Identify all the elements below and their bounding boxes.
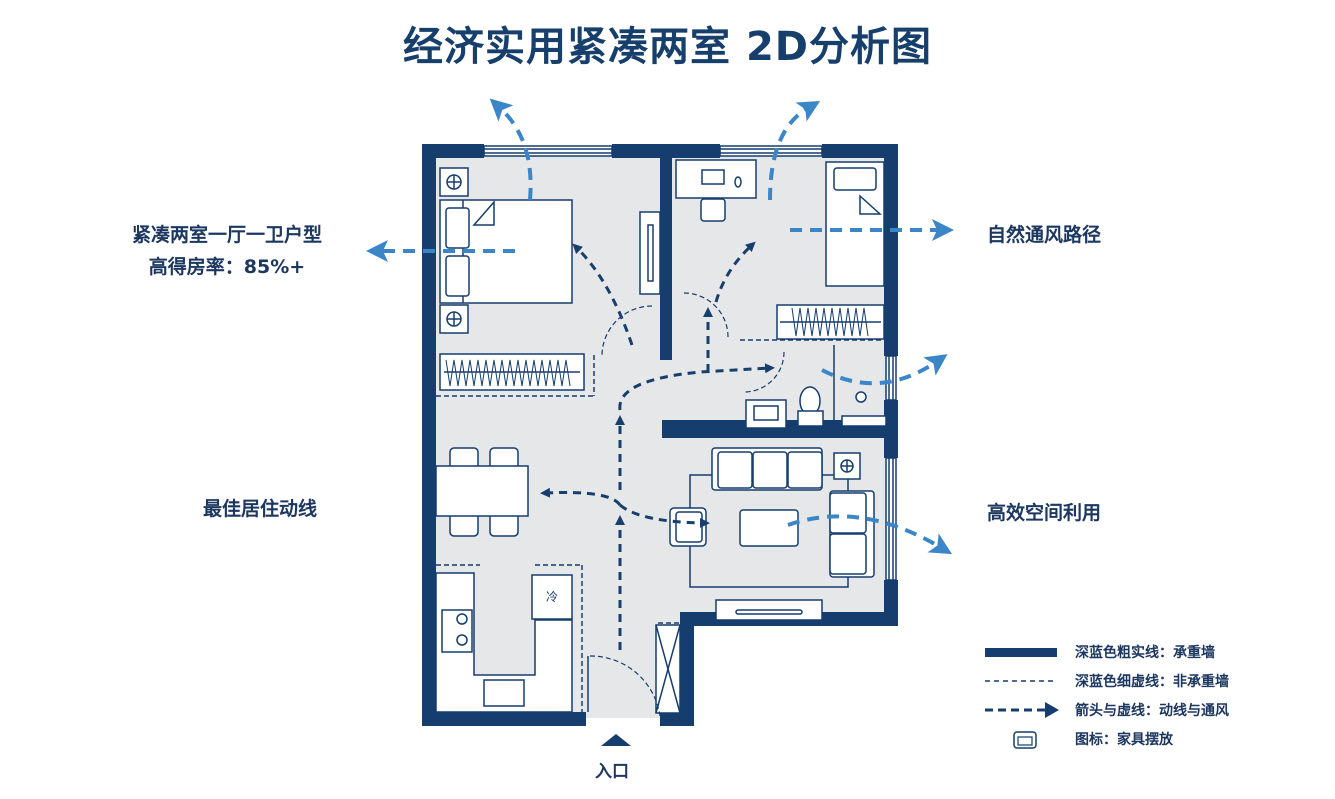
legend-item-non-bearing-wall: 深蓝色细虚线：非承重墙 [985,669,1285,693]
legend-item-circulation: 箭头与虚线：动线与通风 [985,698,1285,722]
bathroom-furniture [745,345,887,429]
armchair-icon [1013,731,1037,749]
legend-item-bearing-wall: 深蓝色粗实线：承重墙 [985,640,1285,664]
dining-furniture [435,447,529,537]
legend: 深蓝色粗实线：承重墙 深蓝色细虚线：非承重墙 箭头与虚线：动线与通风 图标：家具… [985,640,1285,756]
circulation-arrows [540,241,775,650]
ventilation-arrows [366,98,954,555]
chair [700,198,726,222]
entry-closet [655,624,681,714]
non-bearing-walls [436,339,890,712]
second-bedroom-furniture [675,159,885,340]
entrance-label: 入口 [595,762,629,782]
windows [483,145,897,581]
entrance-up-triangle-icon [601,734,631,746]
kitchen-counter [435,572,573,713]
shower [855,391,867,403]
legend-text: 深蓝色粗实线：承重墙 [1075,645,1215,661]
legend-item-furniture: 图标：家具摆放 [985,727,1285,751]
kitchen-sink [483,679,525,707]
fridge-label: 冷 [546,590,558,604]
annotation-efficiency: 高得房率：85%+ [148,256,306,278]
door-swings [589,292,785,717]
dashed-arrow-icon [985,702,1059,718]
dining-table [435,465,529,517]
coffee-table [739,509,799,547]
thin-dashed-line-icon [985,680,1057,682]
bearing-walls [422,144,898,726]
legend-text: 深蓝色细虚线：非承重墙 [1075,674,1229,690]
annotation-circulation: 最佳居住动线 [203,498,318,520]
legend-text: 图标：家具摆放 [1075,732,1173,748]
page-title: 经济实用紧凑两室 2D分析图 [403,24,932,70]
kitchen-furniture: 冷 [435,572,573,713]
solid-thick-line-icon [985,648,1057,657]
fridge [531,574,573,620]
annotation-space-use: 高效空间利用 [987,502,1102,524]
living-room-furniture [669,447,875,621]
annotation-ventilation: 自然通风路径 [987,224,1102,246]
legend-text: 箭头与虚线：动线与通风 [1075,703,1229,719]
annotation-layout-type: 紧凑两室一厅一卫户型 [131,224,322,246]
